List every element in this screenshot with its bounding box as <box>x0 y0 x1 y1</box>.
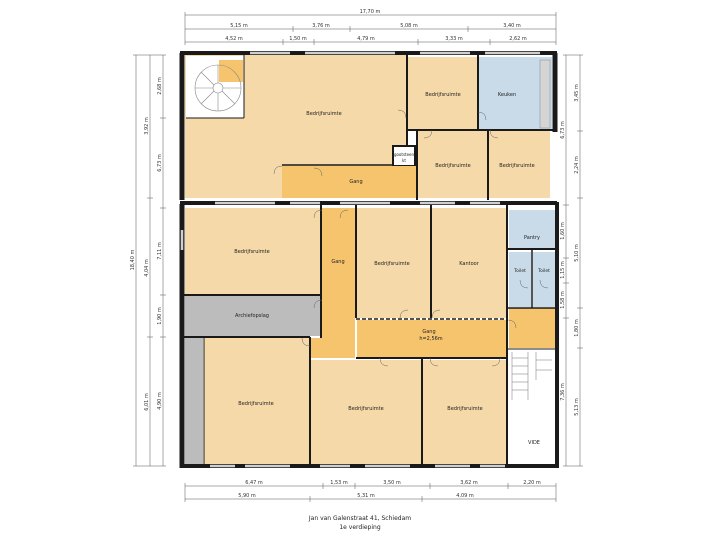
room-gang-vert <box>322 208 355 358</box>
windows <box>180 51 540 468</box>
room-toilet1 <box>509 252 531 307</box>
dimension-lines <box>133 12 583 502</box>
label-toilet2: Toilet <box>537 268 550 274</box>
label-bedrijf-mid1: Bedrijfsruimte <box>435 163 470 169</box>
dim-bottom-2: 1,53 m <box>330 480 348 486</box>
room-bedrijf-br <box>423 360 507 464</box>
dim-right-inner-3: 1,15 m <box>560 261 566 279</box>
label-gootsteen-2: kt <box>402 158 406 163</box>
dim-left-inner-5: 4,90 m <box>157 392 163 410</box>
label-bedrijf-top2: Bedrijfsruimte <box>425 92 460 98</box>
label-gang-top: Gang <box>349 179 362 185</box>
label-bedrijf-br: Bedrijfsruimte <box>447 406 482 412</box>
dim-left-inner-1: 2,68 m <box>157 77 163 95</box>
right-stair <box>511 352 552 400</box>
room-bedrijf-mid2 <box>489 131 550 198</box>
dim-top-5: 4,52 m <box>225 36 243 42</box>
dim-bottom-5: 2,20 m <box>523 480 541 486</box>
dim-bottom-6: 5,90 m <box>238 493 256 499</box>
dim-left-inner-4: 1,90 m <box>157 307 163 325</box>
label-gang-bottom-height: h=2,56m <box>419 336 442 342</box>
label-bedrijf-bl: Bedrijfsruimte <box>238 401 273 407</box>
dim-top-2: 3,76 m <box>312 23 330 29</box>
room-gang-connect <box>310 338 355 358</box>
dim-left-outer-2: 4,04 m <box>144 259 150 277</box>
dim-right-inner-1: 6,73 m <box>560 121 566 139</box>
label-bedrijf-top: Bedrijfsruimte <box>306 111 341 117</box>
room-archief <box>185 296 321 336</box>
label-vide: VIDE <box>528 440 540 446</box>
dim-bottom-7: 5,31 m <box>357 493 375 499</box>
label-gang-vert: Gang <box>331 259 344 265</box>
label-gootsteen: gootsteen <box>394 152 415 157</box>
dim-bottom-1: 6,47 m <box>245 480 263 486</box>
caption-floor: 1e verdieping <box>339 524 381 531</box>
dim-bottom-3: 3,50 m <box>383 480 401 486</box>
dim-right-inner-4: 1,58 m <box>560 291 566 309</box>
dim-top-7: 4,79 m <box>357 36 375 42</box>
room-landing-right <box>509 308 555 348</box>
dim-right-outer-5: 5,13 m <box>574 398 580 416</box>
room-toilet2 <box>533 252 555 307</box>
dim-left-inner-3: 7,11 m <box>157 242 163 260</box>
keuken-counter <box>539 59 551 129</box>
dim-top-3: 5,08 m <box>400 23 418 29</box>
spiral-stair <box>194 64 242 112</box>
dim-bottom-4: 3,62 m <box>460 480 478 486</box>
dim-left-outer-3: 6,01 m <box>144 393 150 411</box>
caption-address: Jan van Galenstraat 41, Schiedam <box>308 515 412 522</box>
label-keuken: Keuken <box>498 92 516 98</box>
dim-left-outer-1: 3,92 m <box>144 117 150 135</box>
label-bedrijf-bm: Bedrijfsruimte <box>348 406 383 412</box>
label-toilet1: Toilet <box>513 268 526 274</box>
dim-right-outer-1: 3,45 m <box>574 84 580 102</box>
dim-left-inner-2: 6,73 m <box>157 154 163 172</box>
dim-right-inner-5: 7,36 m <box>560 383 566 401</box>
label-bedrijf-center: Bedrijfsruimte <box>374 261 409 267</box>
room-gang-top <box>282 166 416 198</box>
label-archief: Archiefopslag <box>235 313 269 319</box>
room-bedrijf-center <box>357 208 430 318</box>
room-gang-bottom <box>357 320 507 357</box>
dim-left-total: 18,40 m <box>130 249 136 270</box>
dim-right-inner-2: 1,60 m <box>560 222 566 240</box>
door-swings <box>273 109 549 367</box>
room-bedrijf-mid1 <box>418 131 487 198</box>
dim-top-9: 2,62 m <box>509 36 527 42</box>
room-labels: Bedrijfsruimte Bedrijfsruimte Keuken Bed… <box>234 92 550 446</box>
room-fills <box>185 55 555 464</box>
dim-right-outer-3: 5,10 m <box>574 244 580 262</box>
room-bl-grey-strip <box>185 338 203 464</box>
dim-bottom-8: 4,09 m <box>456 493 474 499</box>
room-pantry <box>509 210 555 248</box>
label-pantry: Pantry <box>524 235 540 241</box>
stair-landing <box>219 60 243 82</box>
label-bedrijf-mid2: Bedrijfsruimte <box>499 163 534 169</box>
dim-total-width: 17,70 m <box>360 9 381 15</box>
dim-top-8: 3,33 m <box>445 36 463 42</box>
room-bedrijf-top2 <box>408 57 478 129</box>
label-gang-bottom: Gang <box>422 329 435 335</box>
dim-right-outer-2: 2,24 m <box>574 156 580 174</box>
room-bedrijf-bl <box>204 338 309 464</box>
dim-top-1: 5,15 m <box>230 23 248 29</box>
label-bedrijf-left: Bedrijfsruimte <box>234 249 269 255</box>
dimension-labels: 17,70 m 5,15 m 3,76 m 5,08 m 3,40 m 4,52… <box>130 9 580 499</box>
dim-right-outer-4: 1,80 m <box>574 319 580 337</box>
room-bedrijf-bm <box>311 360 421 464</box>
dim-top-6: 1,50 m <box>289 36 307 42</box>
room-kantoor <box>432 208 506 318</box>
room-bedrijf-left <box>185 208 321 294</box>
label-kantoor: Kantoor <box>459 261 480 267</box>
room-vide <box>509 350 555 464</box>
dim-top-4: 3,40 m <box>503 23 521 29</box>
